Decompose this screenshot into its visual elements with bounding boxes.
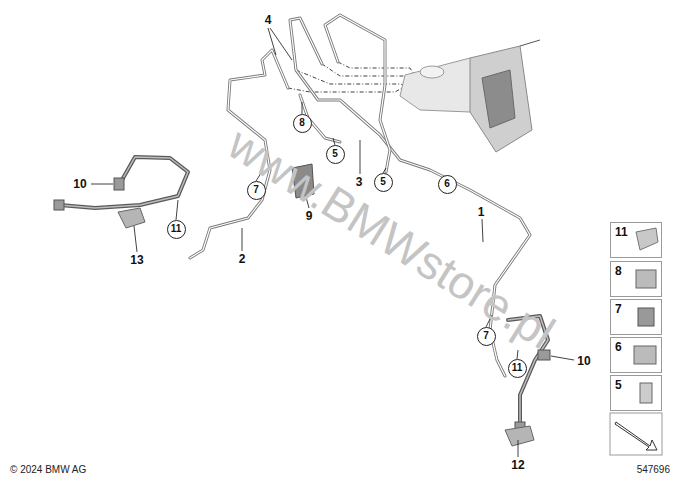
callout-number: 11 (615, 226, 628, 238)
callout-number: 5 (380, 177, 386, 187)
part-number: 13 (130, 254, 143, 266)
clip-icon (636, 228, 658, 250)
callout-circle: 5 (326, 145, 345, 164)
pipe-fill (325, 15, 390, 172)
callout-number: 6 (615, 341, 622, 353)
part-number: 2 (239, 253, 246, 265)
leader-line (333, 138, 335, 145)
cylinder-detail (482, 70, 515, 128)
leader-line (302, 102, 303, 114)
callout-circle: 11 (167, 220, 186, 239)
part-number: 1 (478, 206, 485, 218)
cylinder-body (470, 46, 532, 152)
pushrod (520, 40, 540, 46)
callout-number: 8 (615, 265, 622, 277)
hose (60, 157, 188, 208)
note-text: 547696 (637, 465, 670, 475)
leader-line (134, 226, 137, 252)
part-number: 10 (73, 178, 86, 190)
callout-number: 5 (332, 149, 338, 159)
reservoir-cap (420, 66, 444, 78)
bracket (505, 426, 534, 446)
callout-number: 11 (512, 363, 523, 373)
part-symbol-box: 6 (610, 337, 662, 373)
part-symbol-box: 8 (610, 261, 662, 297)
callout-number: 5 (615, 379, 622, 391)
holder-icon (636, 270, 656, 288)
hose-fitting (54, 200, 64, 210)
callout-number: 7 (253, 185, 259, 195)
bracket (118, 208, 145, 228)
callout-circle: 7 (477, 327, 496, 346)
hose-highlight (60, 157, 188, 208)
holder-icon (634, 346, 656, 364)
hose-fitting (114, 178, 124, 190)
part-symbol-box: 11 (610, 222, 662, 258)
part-symbol-box: 5 (610, 375, 662, 411)
callout-circle: 5 (374, 173, 393, 192)
callout-circle: 8 (293, 114, 312, 133)
arrow-box (610, 413, 662, 455)
leader-line (242, 228, 243, 251)
pipe-outline (325, 15, 390, 172)
master-cylinder (400, 40, 540, 152)
panel-icons (610, 228, 662, 455)
callout-number: 6 (444, 179, 450, 189)
callout-number: 7 (483, 331, 489, 341)
part-number: 4 (265, 14, 272, 26)
note-text: © 2024 BMW AG (10, 465, 86, 475)
callout-number: 7 (615, 303, 622, 315)
leader-line (551, 356, 574, 360)
dashed-line (296, 70, 418, 88)
holder-icon (638, 308, 654, 326)
watermark: www.BMWstore.pl (222, 120, 563, 357)
leader-line (176, 200, 178, 220)
part-symbol-box: 7 (610, 299, 662, 335)
callout-circle: 11 (508, 359, 527, 378)
arrow-icon (615, 422, 657, 450)
callout-circle: 6 (438, 175, 457, 194)
leader-line (270, 28, 292, 60)
leader-line (518, 440, 519, 457)
leader-line (360, 140, 361, 174)
nut-icon (640, 383, 652, 403)
leader-line (91, 184, 113, 185)
callout-number: 8 (299, 118, 305, 128)
leader-line (268, 28, 276, 55)
part-number: 3 (356, 176, 363, 188)
leader-lines (91, 28, 574, 457)
leader-line (517, 350, 518, 359)
part-number: 10 (577, 355, 590, 367)
part-number: 12 (511, 459, 524, 471)
callout-number: 11 (171, 224, 182, 234)
leader-line (482, 219, 483, 242)
